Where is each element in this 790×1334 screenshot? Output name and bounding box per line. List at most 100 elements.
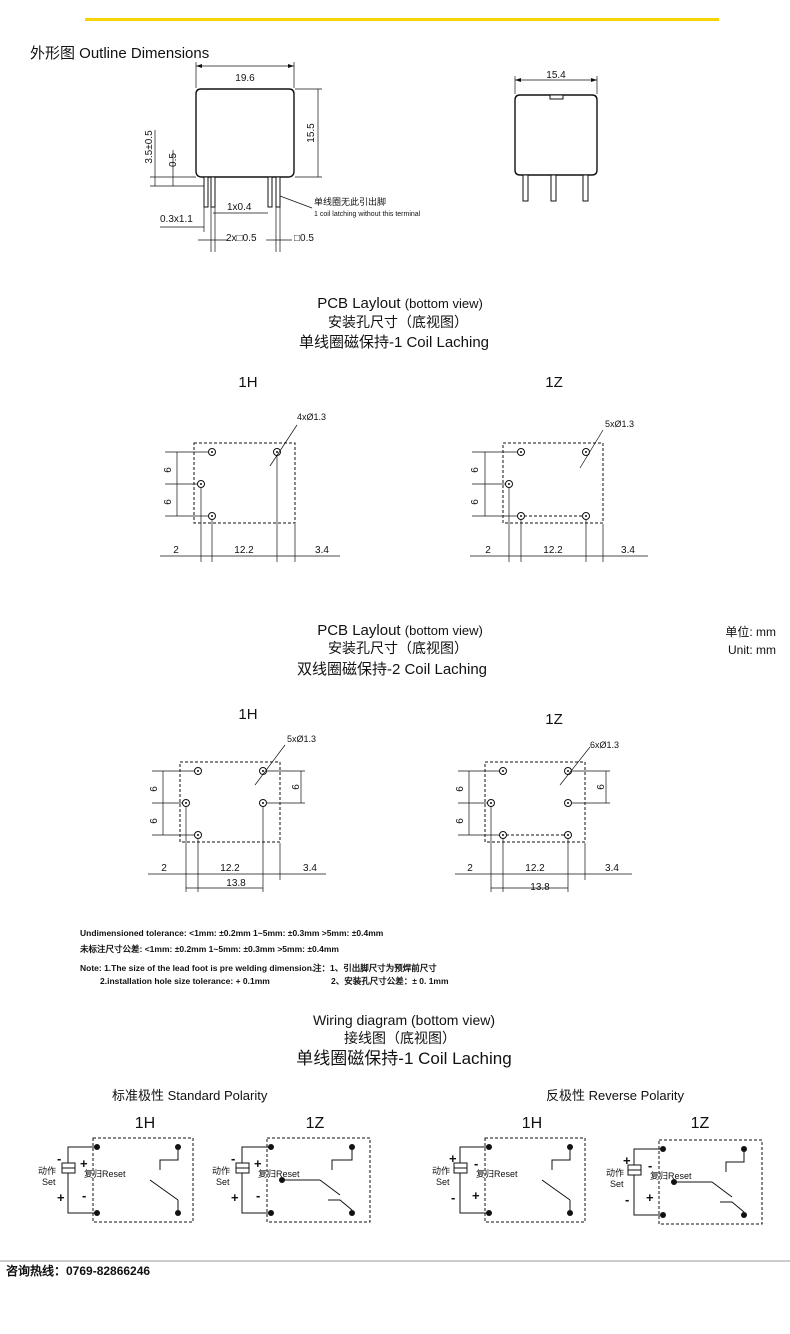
svg-text:动作: 动作 [606, 1167, 624, 1178]
svg-text:安装孔尺寸（底视图）: 安装孔尺寸（底视图） [328, 314, 468, 330]
svg-text:Set: Set [216, 1177, 230, 1187]
dim-offset: 0.5 [168, 153, 179, 167]
svg-text:5xØ1.3: 5xØ1.3 [605, 419, 634, 429]
svg-text:动作: 动作 [38, 1165, 56, 1176]
wiring-standard-1h: - + + - 动作 Set 复归Reset [38, 1137, 194, 1223]
svg-text:6: 6 [596, 784, 607, 790]
svg-text:+: + [646, 1190, 654, 1205]
dim-height: 15.5 [306, 123, 317, 143]
note-cn: 单线圈无此引出脚 [314, 196, 386, 207]
svg-text:复归Reset: 复归Reset [84, 1168, 126, 1179]
pcb1-1h-layout: 4xØ1.3 6 6 2 12.2 3.4 [160, 412, 340, 562]
pcb1-1z-layout: 5xØ1.3 6 6 2 12.2 3.4 [470, 419, 648, 562]
svg-text:2.installation hole size toler: 2.installation hole size tolerance: + 0.… [100, 976, 270, 986]
pcb1-title: PCB Laylout (bottom view) 安装孔尺寸（底视图） 单线圈… [299, 295, 489, 351]
pcb1-1z-label: 1Z [545, 374, 563, 391]
svg-text:+: + [472, 1188, 480, 1203]
svg-text:3.4: 3.4 [621, 545, 635, 556]
svg-text:-: - [451, 1190, 455, 1205]
svg-text:未标注尺寸公差: <1mm: ±0.2mm 1~5mm:: 未标注尺寸公差: <1mm: ±0.2mm 1~5mm: ±0.3mm >5mm… [79, 944, 339, 954]
svg-text:6: 6 [470, 499, 481, 505]
svg-text:6: 6 [163, 467, 174, 473]
svg-text:-: - [648, 1158, 652, 1173]
tolerance-notes: Undimensioned tolerance: <1mm: ±0.2mm 1~… [79, 928, 449, 986]
units-cn: 单位: mm [725, 624, 776, 639]
reverse-polarity: 反极性 Reverse Polarity [546, 1088, 684, 1103]
svg-text:复归Reset: 复归Reset [476, 1168, 518, 1179]
svg-text:3.4: 3.4 [303, 863, 317, 874]
side-width: 15.4 [546, 70, 566, 81]
svg-text:6: 6 [455, 818, 466, 824]
wiring-std-1z-label: 1Z [306, 1115, 325, 1132]
wiring-std-1h-label: 1H [135, 1115, 155, 1132]
outline-title: 外形图 Outline Dimensions [30, 45, 209, 62]
svg-text:12.2: 12.2 [543, 545, 563, 556]
svg-text:5xØ1.3: 5xØ1.3 [287, 734, 316, 744]
standard-polarity: 标准极性 Standard Polarity [112, 1088, 268, 1103]
svg-text:接线图（底视图）: 接线图（底视图） [344, 1030, 456, 1046]
svg-text:12.2: 12.2 [220, 863, 240, 874]
side-view: 15.4 [514, 70, 598, 202]
pcb2-1h-label: 1H [238, 706, 257, 723]
svg-text:2、安装孔尺寸公差：± 0. 1mm: 2、安装孔尺寸公差：± 0. 1mm [331, 976, 449, 986]
units-en: Unit: mm [728, 643, 776, 657]
svg-text:-: - [57, 1151, 61, 1166]
wiring-reverse-1h: + - - + 动作 Set 复归Reset [432, 1137, 586, 1223]
svg-text:PCB Laylout (bottom view): PCB Laylout (bottom view) [317, 295, 483, 312]
svg-text:6: 6 [163, 499, 174, 505]
pcb2-1z-label: 1Z [545, 711, 563, 728]
svg-text:6: 6 [470, 467, 481, 473]
svg-text:-: - [256, 1188, 260, 1203]
footer-hotline: 咨询热线：0769-82866246 [6, 1263, 150, 1278]
svg-text:2: 2 [161, 863, 167, 874]
svg-text:注：1、引出脚尺寸为预焊前尺寸: 注：1、引出脚尺寸为预焊前尺寸 [313, 963, 437, 973]
svg-text:-: - [231, 1151, 235, 1166]
dim-pin-len: 3.5±0.5 [144, 130, 155, 164]
dim-pin-sq: 1x0.4 [227, 202, 252, 213]
dim-pin-flat: 0.3x1.1 [160, 214, 193, 225]
svg-text:+: + [449, 1151, 457, 1166]
wiring-title: Wiring diagram (bottom view) 接线图（底视图） 单线… [296, 1012, 511, 1068]
dim-sq: □0.5 [294, 233, 314, 244]
wiring-reverse-1z: + - - + 动作 Set 复归Reset [606, 1139, 763, 1225]
svg-text:Wiring diagram (bottom view): Wiring diagram (bottom view) [313, 1012, 495, 1028]
svg-text:12.2: 12.2 [525, 863, 545, 874]
svg-text:+: + [231, 1190, 239, 1205]
svg-text:12.2: 12.2 [234, 545, 254, 556]
svg-text:+: + [254, 1156, 262, 1171]
svg-text:动作: 动作 [432, 1165, 450, 1176]
svg-text:Undimensioned tolerance: <1mm:: Undimensioned tolerance: <1mm: ±0.2mm 1~… [80, 928, 384, 938]
accent-bar [85, 18, 719, 21]
svg-text:复归Reset: 复归Reset [258, 1168, 300, 1179]
svg-text:双线圈磁保持-2 Coil Laching: 双线圈磁保持-2 Coil Laching [297, 661, 487, 678]
svg-text:-: - [82, 1188, 86, 1203]
pcb1-1h-label: 1H [238, 374, 257, 391]
svg-text:动作: 动作 [212, 1165, 230, 1176]
svg-text:Set: Set [42, 1177, 56, 1187]
svg-text:单线圈磁保持-1 Coil Laching: 单线圈磁保持-1 Coil Laching [299, 334, 489, 351]
pcb2-title: PCB Laylout (bottom view) 安装孔尺寸（底视图） 双线圈… [297, 622, 487, 678]
pcb2-1z-layout: 6xØ1.3 6 6 6 2 12.2 3.4 13.8 [455, 740, 632, 893]
svg-text:6: 6 [149, 786, 160, 792]
svg-text:Note: 1.The size of the lead f: Note: 1.The size of the lead foot is pre… [80, 963, 314, 973]
svg-text:6: 6 [149, 818, 160, 824]
svg-text:复归Reset: 复归Reset [650, 1170, 692, 1181]
dim-width: 19.6 [235, 73, 255, 84]
svg-text:+: + [80, 1156, 88, 1171]
pcb2-1h-layout: 5xØ1.3 6 6 6 2 12.2 3.4 13.8 [148, 734, 326, 892]
svg-text:+: + [57, 1190, 65, 1205]
wiring-rev-1z-label: 1Z [691, 1115, 710, 1132]
svg-text:-: - [474, 1156, 478, 1171]
note-en: 1 coil latching without this terminal [314, 211, 421, 218]
svg-text:安装孔尺寸（底视图）: 安装孔尺寸（底视图） [328, 640, 468, 656]
svg-text:6: 6 [455, 786, 466, 792]
svg-text:6: 6 [291, 784, 302, 790]
svg-text:2: 2 [173, 545, 179, 556]
svg-text:PCB Laylout (bottom view): PCB Laylout (bottom view) [317, 622, 483, 639]
svg-text:6xØ1.3: 6xØ1.3 [590, 740, 619, 750]
dim-two-sq: 2x□0.5 [226, 233, 257, 244]
svg-text:4xØ1.3: 4xØ1.3 [297, 412, 326, 422]
svg-text:Set: Set [436, 1177, 450, 1187]
